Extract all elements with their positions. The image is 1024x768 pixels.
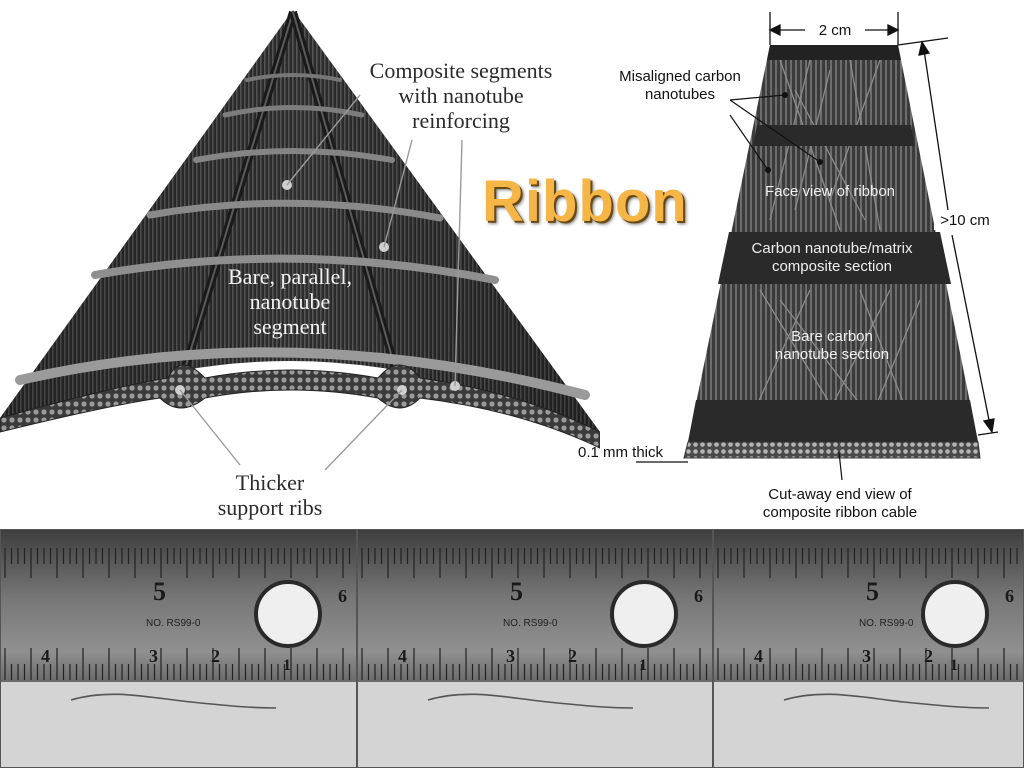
- label-line: composite section: [771, 258, 893, 275]
- nanotube-ribbon-sample: [427, 693, 634, 709]
- label-line: composite ribbon cable: [762, 504, 918, 521]
- leader-lines: [729, 94, 843, 481]
- ruler-number: 6: [338, 586, 347, 606]
- composite-section: [718, 232, 951, 284]
- thickness-label: 0.1 mm thick: [578, 444, 664, 461]
- nanotube-ribbon-sample: [70, 693, 277, 709]
- ruler-number: 3: [506, 646, 515, 666]
- composite-band: [688, 400, 978, 442]
- ruler-number: 5: [153, 577, 166, 606]
- ruler-number: 1: [639, 657, 647, 674]
- misaligned-nanotubes: [749, 59, 921, 431]
- ruler-number: 4: [41, 646, 50, 666]
- label-cut-away: Cut-away end view of composite ribbon ca…: [740, 486, 940, 522]
- flat-ribbon-diagram: [636, 12, 999, 481]
- ruler-number: 3: [862, 646, 871, 666]
- ruler-number: 5: [510, 577, 523, 606]
- width-dimension: [768, 12, 900, 45]
- curved-ribbon-diagram: [0, 10, 600, 471]
- label-misaligned-nanotubes: Misaligned carbon nanotubes: [600, 68, 760, 104]
- ruler-imprint: NO. RS99-0: [503, 618, 558, 629]
- ruler-number: 1: [283, 657, 291, 674]
- page-title: Ribbon: [482, 169, 688, 234]
- ruler-hole: [610, 580, 678, 648]
- label-line: Cut-away end view of: [768, 486, 912, 503]
- label-composite-segments: Composite segments with nanotube reinfor…: [330, 58, 592, 133]
- width-label: 2 cm: [805, 22, 865, 40]
- label-support-ribs: Thicker support ribs: [190, 470, 350, 520]
- ruler-number: 6: [1005, 586, 1014, 606]
- leader-lines: [179, 94, 463, 471]
- label-composite-section: Carbon nanotube/matrix composite section: [722, 240, 942, 276]
- ruler-photo-svg: 5 6 4 3 2 1 NO. RS99-0: [358, 530, 712, 767]
- label-face-view: Face view of ribbon: [764, 183, 896, 200]
- ruler-photo-1: 5 6 4 3 2 1 NO. RS99-0: [0, 529, 357, 768]
- ruler-number: 6: [694, 586, 703, 606]
- ruler-number: 2: [924, 646, 933, 666]
- ruler-number: 5: [866, 577, 879, 606]
- nanotube-ribbon-sample: [783, 693, 990, 709]
- label-line: nanotubes: [644, 86, 716, 103]
- label-line: nanotube section: [774, 346, 890, 363]
- label-line: Thicker: [235, 470, 305, 495]
- ruler-number: 1: [950, 657, 958, 674]
- label-line: with nanotube: [398, 83, 524, 108]
- label-line: Misaligned carbon: [619, 68, 741, 85]
- composite-bands: [15, 73, 590, 400]
- ruler-imprint: NO. RS99-0: [146, 618, 201, 629]
- length-label: >10 cm: [934, 212, 996, 230]
- ruler-hole: [254, 580, 322, 648]
- label-line: reinforcing: [412, 108, 510, 133]
- ruler-number: 4: [398, 646, 407, 666]
- label-line: Carbon nanotube/matrix: [751, 240, 913, 257]
- label-line: support ribs: [217, 495, 323, 520]
- cut-away-end-view: [683, 441, 981, 459]
- label-line: Bare, parallel,: [228, 264, 352, 289]
- ruler-number: 2: [211, 646, 220, 666]
- label-line: Bare carbon: [791, 328, 873, 345]
- label-line: nanotube: [249, 289, 331, 314]
- length-dimension: [897, 37, 999, 436]
- label-bare-section: Bare carbon nanotube section: [752, 328, 912, 364]
- label-line: Composite segments: [369, 58, 553, 83]
- composite-band: [753, 125, 915, 146]
- composite-band: [767, 45, 901, 60]
- ruler-photo-svg: 5 6 4 3 2 1 NO. RS99-0: [1, 530, 356, 767]
- ruler-imprint: NO. RS99-0: [859, 618, 914, 629]
- ruler-number: 2: [568, 646, 577, 666]
- label-line: segment: [253, 314, 327, 339]
- ruler-hole: [921, 580, 989, 648]
- ruler-photo-2: 5 6 4 3 2 1 NO. RS99-0: [357, 529, 713, 768]
- ruler-number: 4: [754, 646, 763, 666]
- ruler-number: 3: [149, 646, 158, 666]
- label-bare-segment: Bare, parallel, nanotube segment: [195, 264, 385, 339]
